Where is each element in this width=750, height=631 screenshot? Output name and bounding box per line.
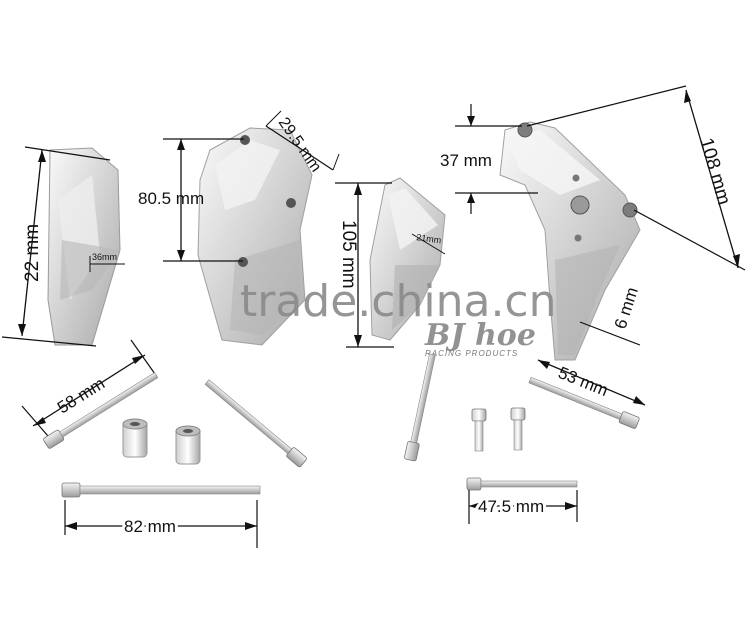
hole-icon xyxy=(286,198,296,208)
bolt-diagonal xyxy=(404,353,436,462)
bracket4-side-label: 6 mm xyxy=(611,285,642,331)
short-screw-1 xyxy=(471,408,487,452)
bolt-medium xyxy=(204,379,307,468)
spacer-1 xyxy=(122,418,148,458)
short-screw-2 xyxy=(510,407,526,451)
bracket3-height-label: 105 mm xyxy=(338,220,359,289)
bracket-4: 37 mm 108 mm 6 mm xyxy=(440,85,746,361)
spacer-2 xyxy=(175,425,201,465)
bracket4-height-dimline xyxy=(685,89,739,269)
bracket4-offset-label: 37 mm xyxy=(440,151,492,170)
bolt-53mm: 53 mm xyxy=(528,359,646,429)
bolt-82-label: 82 mm xyxy=(124,517,176,536)
bracket1-width-label: 36mm xyxy=(92,252,117,262)
bracket-1: 22 mm 36mm xyxy=(1,146,125,347)
bracket4-height-label: 108 mm xyxy=(695,136,734,208)
hole-icon xyxy=(238,257,248,267)
brand-logo: BJ hoe RACING PRODUCTS xyxy=(424,318,536,358)
bracket2-span-label: 80.5 mm xyxy=(138,189,204,208)
svg-text:RACING PRODUCTS: RACING PRODUCTS xyxy=(425,349,518,358)
bracket-2: 80.5 mm 29.5 mm xyxy=(138,110,340,346)
bracket-3: 105 mm 21mm xyxy=(335,177,446,348)
bracket4-hole-icon xyxy=(622,202,638,218)
bracket3-width-label: 21mm xyxy=(416,232,442,245)
hole-icon xyxy=(240,135,250,145)
bolt-47-label: 47.5 mm xyxy=(478,497,544,516)
watermark-text: trade.china.cn xyxy=(240,276,557,327)
bracket1-height-label: 22 mm xyxy=(22,224,43,282)
bolt-82mm: 82 mm xyxy=(61,482,261,548)
svg-text:BJ hoe: BJ hoe xyxy=(424,318,536,353)
bolt-47mm: 47.5 mm xyxy=(466,477,578,524)
bracket1-height-dimline xyxy=(21,149,43,337)
